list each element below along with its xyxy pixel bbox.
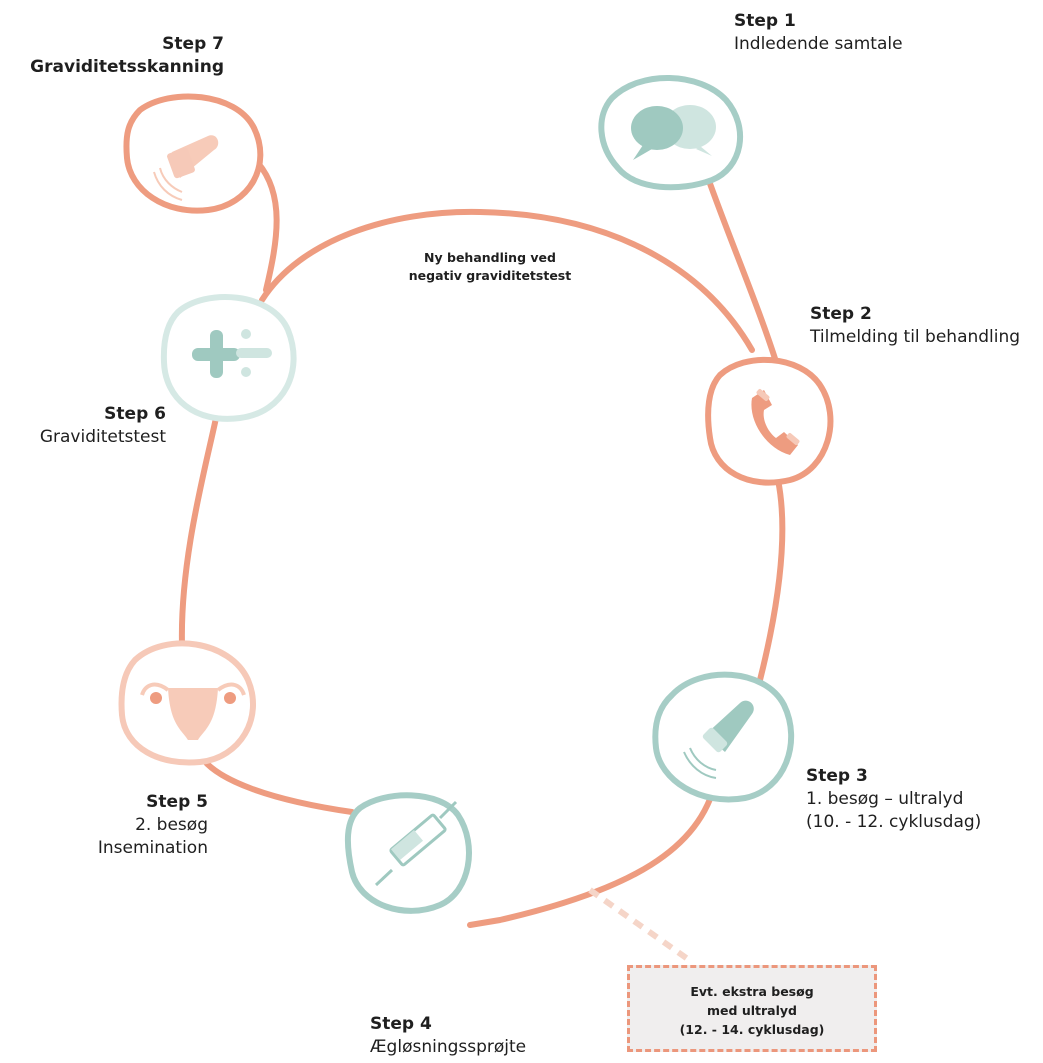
cycle-loop-path (178, 208, 786, 928)
ultrasound-probe-icon (153, 135, 219, 201)
step5-desc-line1: 2. besøg (135, 815, 208, 835)
step4-title: Step 4 (370, 1014, 432, 1034)
syringe-icon (374, 800, 458, 887)
step3-desc-line1: 1. besøg – ultralyd (806, 789, 964, 809)
step5-desc-line2: Insemination (97, 838, 208, 858)
step7-label: Step 7 Graviditetsskanning (0, 33, 224, 79)
plus-minus-icon (192, 329, 272, 378)
step5-title: Step 5 (146, 792, 208, 812)
step6-desc: Graviditetstest (39, 427, 166, 447)
step3-node (652, 671, 795, 803)
extra-visit-line2: med ultralyd (707, 1003, 797, 1018)
step1-desc: Indledende samtale (734, 34, 903, 54)
step7-desc: Graviditetsskanning (30, 57, 224, 77)
ultrasound-probe-icon (683, 700, 754, 779)
step7-title: Step 7 (162, 34, 224, 54)
step3-desc-line2: (10. - 12. cyklusdag) (806, 812, 982, 832)
step1-title: Step 1 (734, 11, 796, 31)
phone-icon (751, 389, 800, 455)
extra-visit-connector (588, 887, 694, 965)
uterus-icon (140, 682, 246, 740)
connector-step7-step6 (255, 160, 280, 293)
step2-title: Step 2 (810, 304, 872, 324)
extra-visit-line3: (12. - 14. cyklusdag) (679, 1022, 825, 1037)
loop-note-line1: Ny behandling ved (424, 250, 556, 265)
step1-node (598, 75, 743, 191)
step6-title: Step 6 (104, 404, 166, 424)
step2-desc: Tilmelding til behandling (810, 327, 1021, 347)
step7-node (123, 93, 264, 214)
step6-label: Step 6 Graviditetstest (0, 403, 166, 449)
extra-visit-line1: Evt. ekstra besøg (690, 984, 814, 999)
step2-node (705, 356, 834, 486)
connector-step1-step2 (705, 175, 781, 371)
step2-label: Step 2 Tilmelding til behandling (810, 303, 1020, 349)
step4-desc: Ægløsningssprøjte (370, 1037, 527, 1057)
loop-note: Ny behandling ved negativ graviditetstes… (370, 249, 610, 285)
chat-bubbles-icon (631, 105, 716, 160)
step1-label: Step 1 Indledende samtale (734, 10, 903, 56)
step5-node (118, 640, 256, 766)
step6-node (160, 294, 297, 422)
step3-title: Step 3 (806, 766, 868, 786)
step4-label: Step 4 Ægløsningssprøjte (370, 1013, 526, 1059)
step3-label: Step 3 1. besøg – ultralyd (10. - 12. cy… (806, 765, 981, 834)
loop-note-line2: negativ graviditetstest (408, 268, 572, 283)
step4-node (344, 792, 472, 914)
extra-visit-box: Evt. ekstra besøg med ultralyd (12. - 14… (627, 965, 877, 1052)
step5-label: Step 5 2. besøg Insemination (40, 791, 208, 860)
